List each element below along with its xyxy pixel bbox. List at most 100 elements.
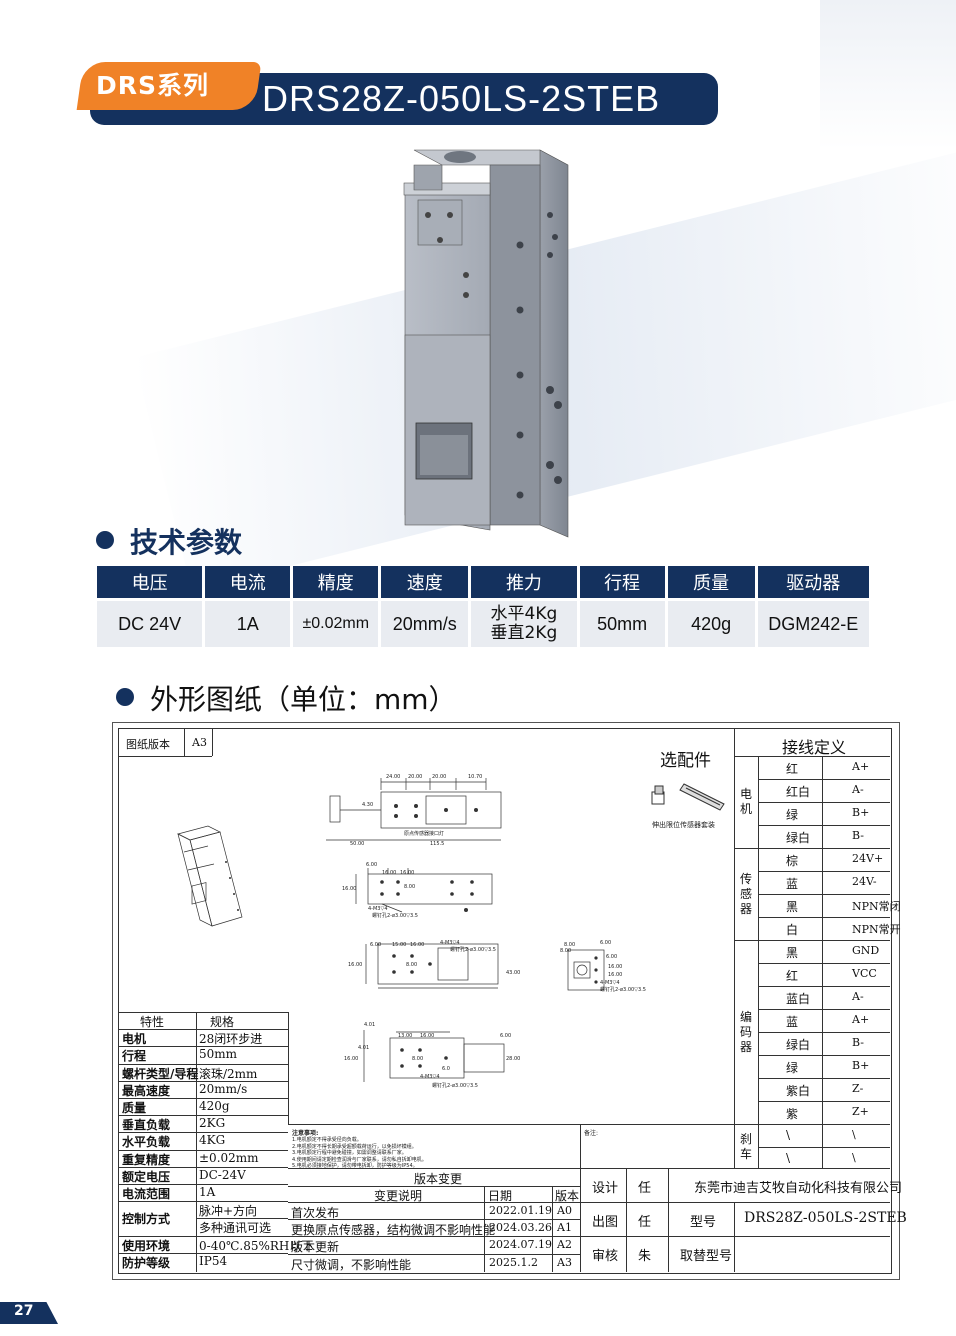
wiring-color: 红白 bbox=[786, 785, 811, 799]
tb-model-label: 型号 bbox=[690, 1215, 717, 1230]
spec-table: 电压 电流 精度 速度 推力 行程 质量 驱动器 DC 24V 1A ±0.02… bbox=[94, 566, 872, 647]
wiring-color: 红 bbox=[786, 969, 799, 983]
dim-end-1: 6.00 bbox=[600, 940, 612, 946]
spec-header-precision: 精度 bbox=[293, 566, 379, 598]
notes-title: 注意事项: bbox=[292, 1130, 319, 1137]
change-cell: A1 bbox=[557, 1221, 572, 1235]
dim-front-0: 6.00 bbox=[370, 942, 382, 948]
change-cell: A3 bbox=[557, 1255, 572, 1269]
wiring-signal: B- bbox=[852, 1036, 865, 1049]
changes-header-date: 日期 bbox=[488, 1189, 513, 1203]
tb-draw-name: 任 bbox=[638, 1215, 652, 1230]
wiring-signal: B- bbox=[852, 829, 865, 842]
dim-end-5: 16.00 bbox=[608, 972, 623, 978]
spec-value-current: 1A bbox=[205, 601, 291, 647]
spec-value: 滚珠/2mm bbox=[199, 1066, 258, 1081]
wiring-group-3: 刹车 bbox=[740, 1132, 753, 1161]
change-cell: 尺寸微调，不影响性能 bbox=[291, 1257, 412, 1272]
dim-side-0: 6.00 bbox=[366, 862, 378, 868]
spec-header-thrust: 推力 bbox=[471, 566, 577, 598]
drawing-inner-border bbox=[118, 728, 892, 1274]
dim-side-5: 4-M3▽4 bbox=[368, 906, 388, 912]
tb-design-label: 设计 bbox=[592, 1181, 619, 1196]
background-corner bbox=[820, 0, 956, 150]
wiring-color: 蓝 bbox=[786, 1015, 799, 1029]
sensor-kit-label: 伸出限位传感器套装 bbox=[652, 821, 715, 829]
note-line: 3.电机额定行程中避免碰撞，如需调整请联系厂家。 bbox=[292, 1150, 407, 1156]
dim-bottom-1: 13.00 bbox=[398, 1033, 413, 1039]
spec-value: 0-40℃.85%RH以下 bbox=[199, 1238, 314, 1253]
spec-value: DC-24V bbox=[199, 1167, 246, 1182]
spec-key: 行程 bbox=[122, 1049, 147, 1064]
wiring-color: \ bbox=[786, 1128, 791, 1142]
dim-front-3: 16.00 bbox=[348, 962, 363, 968]
spec-value-weight: 420g bbox=[667, 601, 755, 647]
side-view bbox=[355, 868, 493, 913]
dim-top-4: 4.30 bbox=[362, 802, 374, 808]
wiring-title: 接线定义 bbox=[782, 738, 847, 757]
dim-front-7: 螺钉孔2-ø3.00▽3.5 bbox=[450, 947, 496, 953]
tb-review-name: 朱 bbox=[638, 1249, 652, 1264]
wiring-signal: NPN常闭 bbox=[852, 900, 901, 913]
spec-header-speed: 速度 bbox=[381, 566, 469, 598]
tb-design-name: 任 bbox=[638, 1181, 652, 1196]
optional-parts-title: 选配件 bbox=[660, 751, 711, 771]
spec-value: 多种通讯可选 bbox=[199, 1221, 272, 1236]
dim-bottom-2: 16.00 bbox=[420, 1033, 435, 1039]
changes-header-desc: 变更说明 bbox=[374, 1189, 423, 1203]
spec-key: 螺杆类型/导程 bbox=[122, 1066, 199, 1081]
wiring-signal: A+ bbox=[852, 1013, 870, 1026]
wiring-color: 蓝白 bbox=[786, 992, 811, 1006]
section-title-drawing: 外形图纸（单位：mm） bbox=[150, 683, 457, 716]
dim-front-5: 43.00 bbox=[506, 970, 521, 976]
spec-value: ±0.02mm bbox=[199, 1150, 259, 1165]
wiring-signal: 24V+ bbox=[852, 852, 884, 865]
wiring-signal: GND bbox=[852, 944, 880, 957]
wiring-signal: NPN常开 bbox=[852, 923, 901, 936]
dim-side-6: 螺钉孔2-ø3.00▽3.5 bbox=[372, 913, 418, 919]
spec-key: 防护等级 bbox=[122, 1255, 171, 1270]
spec-key: 电机 bbox=[122, 1032, 147, 1047]
spec-value-thrust: 水平4Kg 垂直2Kg bbox=[471, 601, 577, 647]
spec-key: 电流范围 bbox=[122, 1187, 171, 1201]
dim-front-2: 16.00 bbox=[410, 942, 425, 948]
spec-value: 28闭环步进 bbox=[199, 1032, 263, 1047]
spec-header-1: 规格 bbox=[210, 1015, 235, 1029]
wiring-color: 棕 bbox=[786, 854, 799, 868]
dim-bottom-3: 6.00 bbox=[500, 1033, 512, 1039]
spec-value-voltage: DC 24V bbox=[97, 601, 203, 647]
spec-header-row: 电压 电流 精度 速度 推力 行程 质量 驱动器 bbox=[97, 566, 869, 598]
spec-header-weight: 质量 bbox=[667, 566, 755, 598]
spec-value-precision: ±0.02mm bbox=[293, 601, 379, 647]
wiring-color: 绿 bbox=[786, 808, 799, 822]
spec-value-stroke: 50mm bbox=[579, 601, 665, 647]
wiring-group-1: 传感器 bbox=[740, 871, 753, 916]
dim-side-1: 16.00 bbox=[382, 870, 397, 876]
dim-top-2: 20.00 bbox=[432, 774, 447, 780]
model-title: DRS28Z-050LS-2STEB bbox=[262, 78, 661, 119]
spec-value-speed: 20mm/s bbox=[381, 601, 469, 647]
spec-key: 最高速度 bbox=[122, 1083, 171, 1098]
wiring-color: 绿白 bbox=[786, 831, 811, 845]
wiring-color: 绿白 bbox=[786, 1038, 811, 1052]
drawing-frame bbox=[112, 722, 900, 1280]
drawing-version-value: A3 bbox=[192, 736, 207, 749]
dim-side-3: 16.00 bbox=[342, 886, 357, 892]
origin-sensor-note: 原点传感器接口灯 bbox=[404, 831, 445, 837]
spec-key: 额定电压 bbox=[122, 1169, 171, 1184]
drawing-version-label: 图纸版本 bbox=[126, 738, 170, 751]
change-cell: 2024.03.26 bbox=[489, 1221, 552, 1235]
note-line: 4.使用期间请定期检查润滑与厂家联系，请勿私自拆卸电机。 bbox=[292, 1156, 427, 1163]
spec-value-thrust-horizontal: 水平4Kg bbox=[490, 604, 558, 624]
tb-model-value: DRS28Z-050LS-2STEB bbox=[744, 1210, 907, 1226]
iso-sketch bbox=[177, 825, 243, 927]
dim-end-4: 16.00 bbox=[608, 964, 623, 970]
spec-header-0: 特性 bbox=[140, 1015, 165, 1029]
wiring-color: 白 bbox=[786, 923, 799, 937]
end-view bbox=[567, 949, 605, 991]
dim-top-0: 24.00 bbox=[386, 774, 401, 780]
dim-top-6: 115.5 bbox=[430, 841, 445, 847]
dim-front-1: 15.00 bbox=[392, 942, 407, 948]
dim-bottom-9: 4-M3▽4 bbox=[420, 1074, 440, 1080]
dim-front-6: 4-M3▽4 bbox=[440, 940, 460, 946]
